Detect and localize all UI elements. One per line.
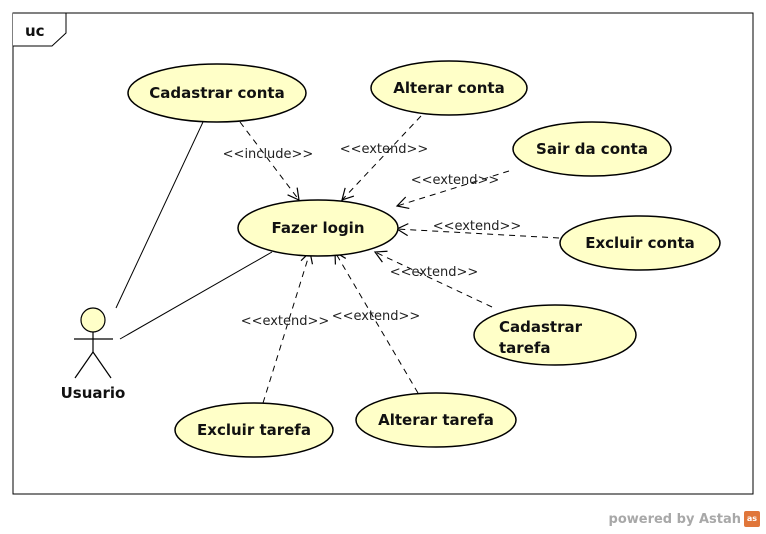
use-case-label-sair-da-conta: Sair da conta [536,140,648,158]
use-case-label-alterar-conta: Alterar conta [393,79,504,97]
association-line-fazer-login[interactable] [119,251,273,340]
use-case-ellipse-alterar-tarefa [355,392,517,448]
use-case-excluir-tarefa[interactable]: Excluir tarefa [174,402,334,458]
diagram-frame [12,12,754,495]
relation-label-cadastrar-conta: <<include>> [223,147,314,162]
relation-line-alterar-conta[interactable] [341,115,422,201]
relation-label-cadastrar-tarefa: <<extend>> [390,265,479,280]
use-case-label-cadastrar-tarefa: tarefa [499,339,551,357]
use-case-ellipse-fazer-login [237,199,399,257]
use-case-ellipse-excluir-conta [559,215,721,271]
association-line-cadastrar-conta[interactable] [115,121,204,309]
use-case-ellipse-excluir-tarefa [174,402,334,458]
actor-left-leg [74,351,94,379]
use-case-label-fazer-login: Fazer login [271,219,364,237]
actor-head [80,307,106,333]
actor-right-leg [92,351,112,379]
actor-name: Usuario [61,384,126,402]
relation-label-excluir-conta: <<extend>> [433,219,522,234]
use-case-label-alterar-tarefa: Alterar tarefa [378,411,494,429]
relation-line-excluir-tarefa[interactable] [262,250,314,404]
use-case-alterar-conta[interactable]: Alterar conta [370,60,528,116]
use-case-ellipse-alterar-conta [370,60,528,116]
relation-layer: <<include>><<extend>><<extend>><<extend>… [223,115,560,404]
use-case-ellipse-sair-da-conta [512,121,672,177]
use-case-ellipse-cadastrar-tarefa [473,304,637,366]
relation-line-cadastrar-conta[interactable] [239,121,300,201]
use-case-cadastrar-conta[interactable]: Cadastrar conta [127,63,307,123]
association-layer [115,121,273,340]
use-case-fazer-login[interactable]: Fazer login [237,199,399,257]
use-case-label-cadastrar-tarefa: Cadastrar [499,318,583,336]
use-case-label-excluir-tarefa: Excluir tarefa [197,421,311,439]
frame-label-tab [13,12,67,47]
relation-label-alterar-tarefa: <<extend>> [332,309,421,324]
use-case-sair-da-conta[interactable]: Sair da conta [512,121,672,177]
relation-line-alterar-tarefa[interactable] [334,250,419,394]
use-case-excluir-conta[interactable]: Excluir conta [559,215,721,271]
use-case-alterar-tarefa[interactable]: Alterar tarefa [355,392,517,448]
use-case-label-cadastrar-conta: Cadastrar conta [149,84,284,102]
relation-label-alterar-conta: <<extend>> [340,142,429,157]
footer-text: powered by Astah [608,511,741,527]
relation-label-excluir-tarefa: <<extend>> [241,314,330,329]
relation-line-sair-da-conta[interactable] [395,170,510,210]
actor-usuario[interactable]: Usuario [61,307,126,402]
relation-label-sair-da-conta: <<extend>> [411,173,500,188]
astah-logo-icon: as [744,511,760,527]
use-case-ellipse-cadastrar-conta [127,63,307,123]
relation-line-excluir-conta[interactable] [395,223,560,239]
use-case-cadastrar-tarefa[interactable]: Cadastrar tarefa [473,304,637,366]
use-case-label-excluir-conta: Excluir conta [585,234,695,252]
frame-label: uc [25,22,45,40]
powered-by-footer: powered by Astah as [609,511,760,527]
